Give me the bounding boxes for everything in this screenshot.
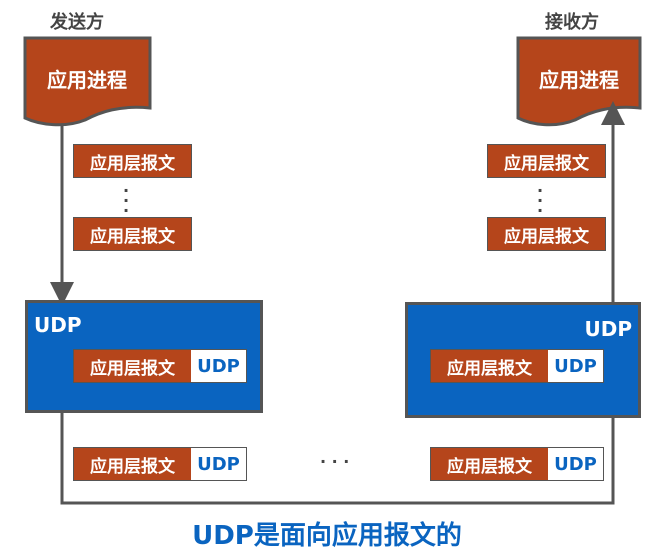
receiver-label: 接收方 — [545, 12, 599, 33]
network-path — [60, 412, 615, 505]
message-label: 应用层报文 — [74, 350, 191, 382]
message-label: 应用层报文 — [488, 145, 605, 177]
sender-message-2: 应用层报文 — [73, 217, 192, 251]
message-label: 应用层报文 — [488, 218, 605, 250]
udp-layer-label: UDP — [584, 317, 633, 341]
udp-header: UDP — [191, 448, 246, 480]
message-label: 应用层报文 — [74, 448, 191, 480]
message-label: 应用层报文 — [431, 448, 548, 480]
udp-header: UDP — [548, 448, 603, 480]
sender-vertical-ellipsis: ··· — [122, 181, 130, 220]
sender-document-shape — [23, 36, 152, 127]
sender-message-1: 应用层报文 — [73, 144, 192, 178]
udp-layer-label: UDP — [34, 313, 82, 337]
message-label: 应用层报文 — [431, 350, 548, 382]
sender-process: 应用进程 — [47, 68, 127, 92]
udp-header: UDP — [548, 350, 603, 382]
message-label: 应用层报文 — [74, 145, 191, 177]
receiver-process: 应用进程 — [539, 68, 619, 92]
receiver-message-2: 应用层报文 — [487, 217, 606, 251]
horizontal-ellipsis: · · · — [320, 452, 350, 471]
receiver-message-1: 应用层报文 — [487, 144, 606, 178]
receiver-vertical-ellipsis: ··· — [536, 181, 544, 220]
caption: UDP是面向应用报文的 — [192, 521, 462, 551]
sender-label: 发送方 — [50, 12, 104, 33]
message-label: 应用层报文 — [74, 218, 191, 250]
udp-header: UDP — [191, 350, 246, 382]
